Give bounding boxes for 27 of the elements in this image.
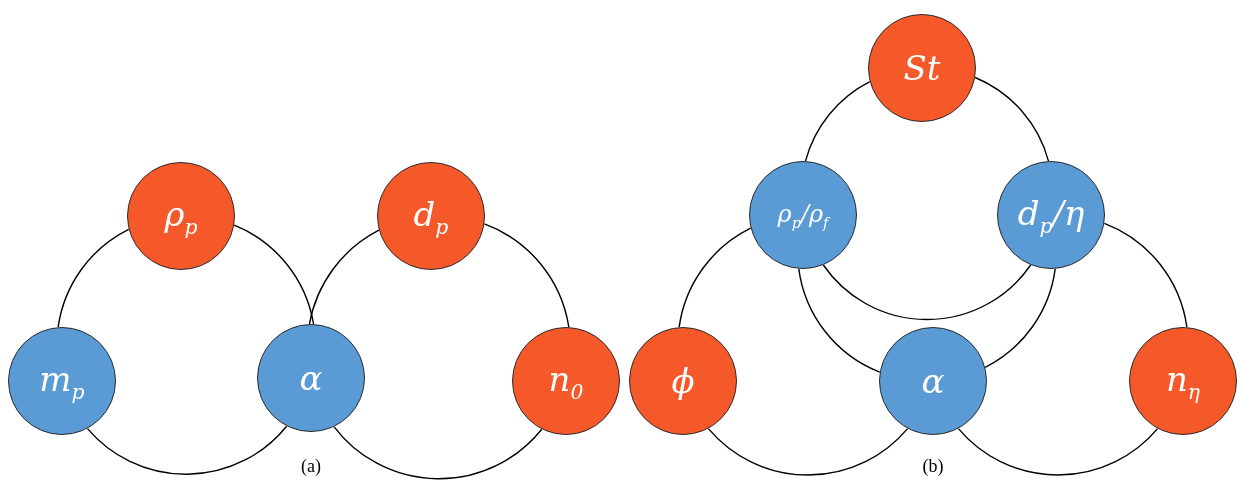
variable-symbol: d$_{p}$/η [1017, 192, 1085, 238]
variable-symbol: n$_{0}$ [548, 358, 584, 404]
connector-arc [798, 268, 881, 373]
connector-arc [974, 76, 1050, 162]
variable-symbol: ϕ [671, 361, 695, 401]
connector-arc [333, 426, 543, 480]
connector-arc [57, 228, 130, 328]
variable-symbol: ρ$_{p}$ [164, 193, 198, 239]
connector-arc [804, 81, 871, 162]
connector-arc [233, 224, 315, 325]
variable-symbol: m$_{p}$ [39, 358, 85, 404]
connector-arc [86, 425, 288, 475]
variable-symbol: α [921, 361, 945, 401]
connector-arc [957, 427, 1159, 476]
panel-caption: (a) [301, 455, 321, 477]
connector-arc [984, 268, 1056, 368]
variable-symbol: n$_{η}$ [1165, 358, 1201, 404]
variable-symbol: St [903, 48, 941, 88]
connector-arc [822, 264, 1032, 320]
variable-symbol: d$_{p}$ [413, 193, 449, 239]
connector-arc [707, 427, 909, 476]
panel-caption: (b) [922, 455, 944, 477]
connector-arc [678, 227, 752, 328]
connector-arc [483, 223, 570, 328]
connector-arc [1103, 222, 1188, 328]
variable-symbol: α [299, 358, 323, 398]
connector-arc [308, 229, 380, 325]
